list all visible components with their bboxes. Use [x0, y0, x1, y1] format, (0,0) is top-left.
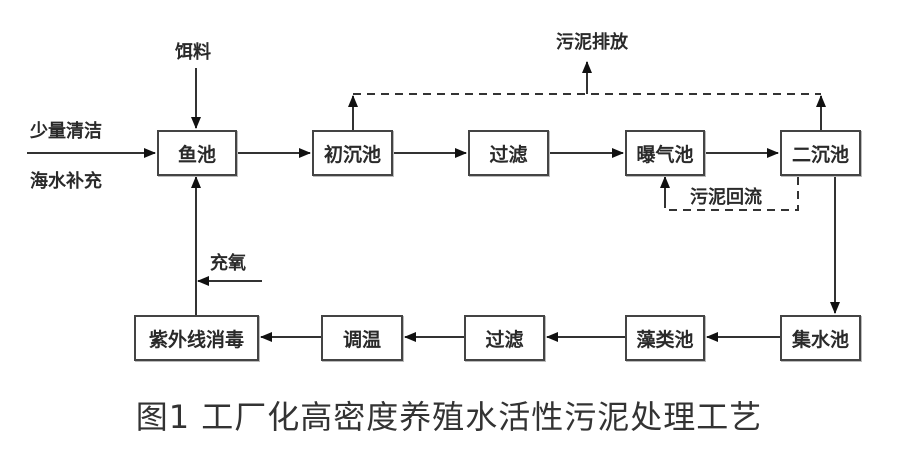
node-temperature: 调温 — [321, 315, 403, 361]
node-filter-top: 过滤 — [468, 130, 549, 176]
label-seawater-line1: 少量清洁 — [30, 121, 102, 142]
label-feed: 饵料 — [175, 42, 211, 63]
node-primary-settling: 初沉池 — [312, 130, 393, 176]
node-secondary-settling: 二沉池 — [780, 130, 861, 176]
node-filter-bottom: 过滤 — [464, 315, 545, 361]
label-oxygenation: 充氧 — [210, 253, 246, 274]
sludge-return-line — [664, 177, 799, 211]
label-sludge-return: 污泥回流 — [690, 187, 762, 208]
node-algae: 藻类池 — [625, 315, 705, 361]
node-fish-pond: 鱼池 — [157, 130, 237, 176]
node-collection: 集水池 — [780, 315, 861, 361]
node-aeration: 曝气池 — [625, 130, 705, 176]
node-uv-disinfection: 紫外线消毒 — [134, 315, 259, 361]
label-sludge-discharge: 污泥排放 — [556, 32, 628, 53]
label-seawater-line2: 海水补充 — [30, 171, 102, 192]
figure-caption: 图1 工厂化高密度养殖水活性污泥处理工艺 — [135, 398, 763, 436]
